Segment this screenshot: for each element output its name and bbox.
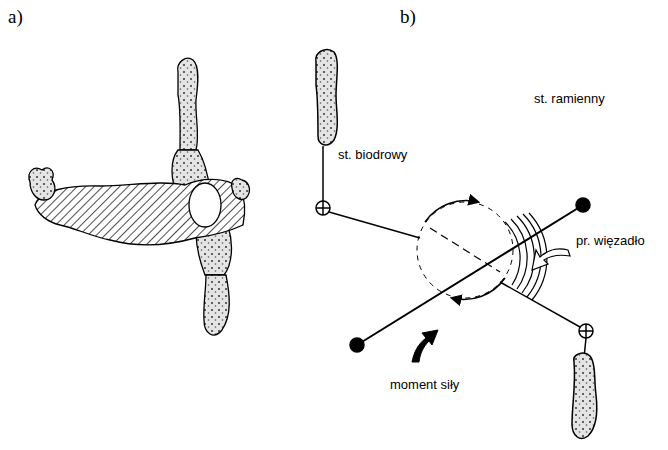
- joint-label: st. ramienny: [532, 92, 607, 107]
- shoulder-line: [357, 205, 583, 345]
- rotation-circle: [417, 202, 513, 298]
- body-figure: [29, 58, 250, 335]
- hip-joint: [579, 324, 593, 338]
- foot: [316, 50, 338, 145]
- panel-letter: a): [6, 6, 25, 28]
- moment-arrow: [412, 330, 438, 362]
- panel-letter: b): [398, 6, 418, 28]
- shoulder-joint: [576, 198, 590, 212]
- pelvis-line: [329, 212, 420, 238]
- hip-axis: [430, 228, 500, 272]
- pelvis-line: [500, 282, 580, 327]
- leg-line: [322, 146, 324, 201]
- shoulder-joint: [350, 338, 364, 352]
- hip-joint: [316, 201, 330, 215]
- ligament-label: pr. więzadło: [574, 234, 647, 249]
- force-arrow: [532, 249, 570, 270]
- schematic: [316, 50, 597, 439]
- rotation-arrow: [425, 201, 478, 222]
- foot: [572, 353, 597, 438]
- moment-label: moment siły: [388, 378, 461, 393]
- joint-label: st. biodrowy: [336, 148, 409, 163]
